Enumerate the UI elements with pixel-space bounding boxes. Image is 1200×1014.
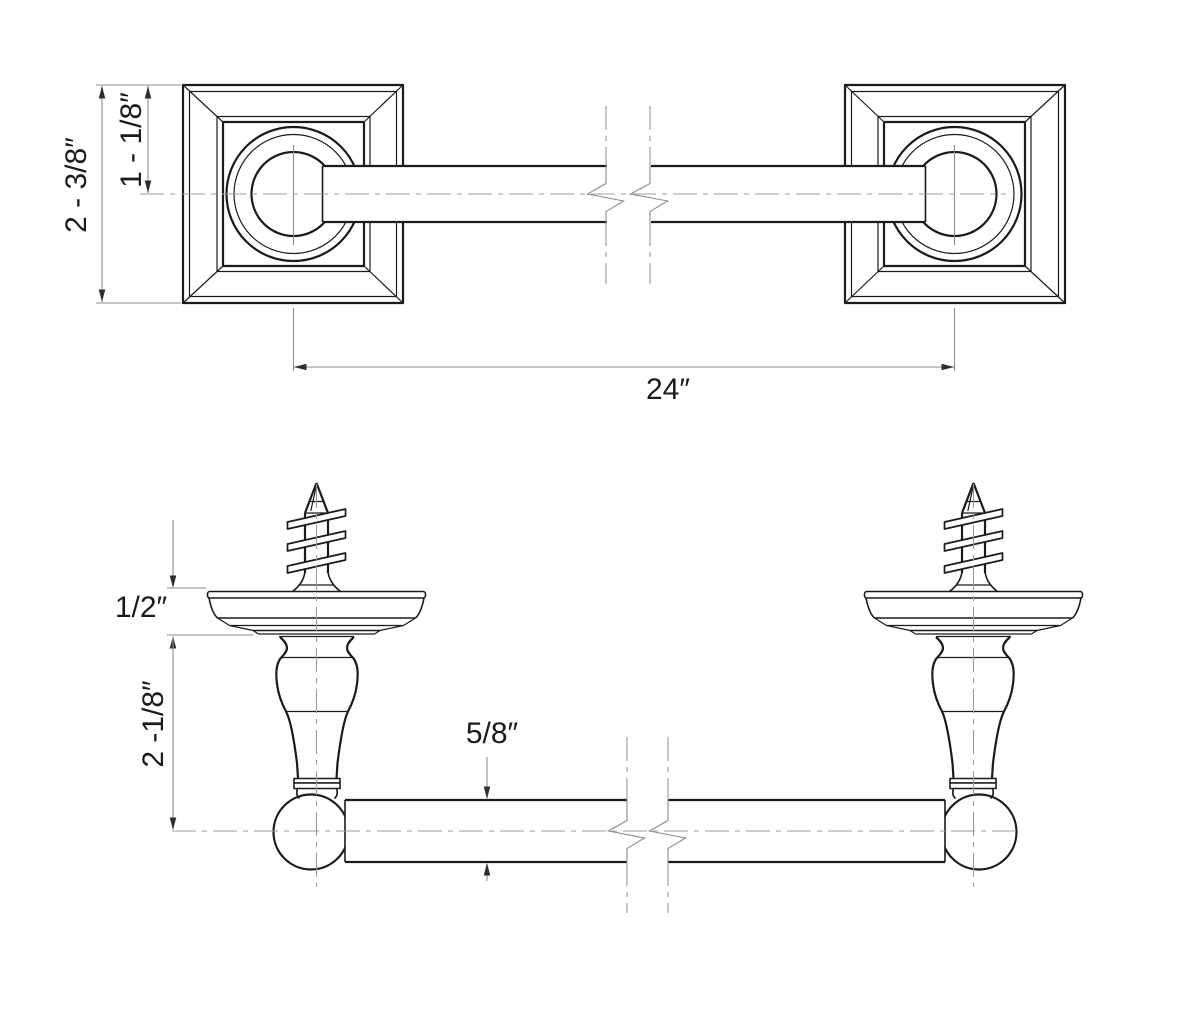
dim-length-label: 24″ bbox=[646, 373, 690, 406]
dim-center-drop-label: 1 - 1/8″ bbox=[115, 92, 148, 188]
dim-plate-thickness-label: 1/2″ bbox=[115, 591, 168, 624]
centerlines-front bbox=[140, 145, 1006, 245]
break-symbol-front bbox=[585, 106, 670, 284]
dimensions-front: 2 - 3/8″ 1 - 1/8″ 24″ bbox=[60, 84, 956, 406]
dimensions-side: 1/2″ 2 -1/8″ 5/8″ bbox=[115, 520, 519, 881]
dim-projection-label: 2 -1/8″ bbox=[137, 680, 170, 768]
front-view: 2 - 3/8″ 1 - 1/8″ 24″ bbox=[60, 83, 1067, 406]
break-symbol-side bbox=[606, 737, 688, 913]
dim-plate-height-label: 2 - 3/8″ bbox=[60, 137, 93, 233]
centerlines-side bbox=[172, 484, 1022, 887]
dim-bar-diameter-label: 5/8″ bbox=[466, 717, 519, 750]
side-view: 1/2″ 2 -1/8″ 5/8″ bbox=[115, 481, 1084, 913]
